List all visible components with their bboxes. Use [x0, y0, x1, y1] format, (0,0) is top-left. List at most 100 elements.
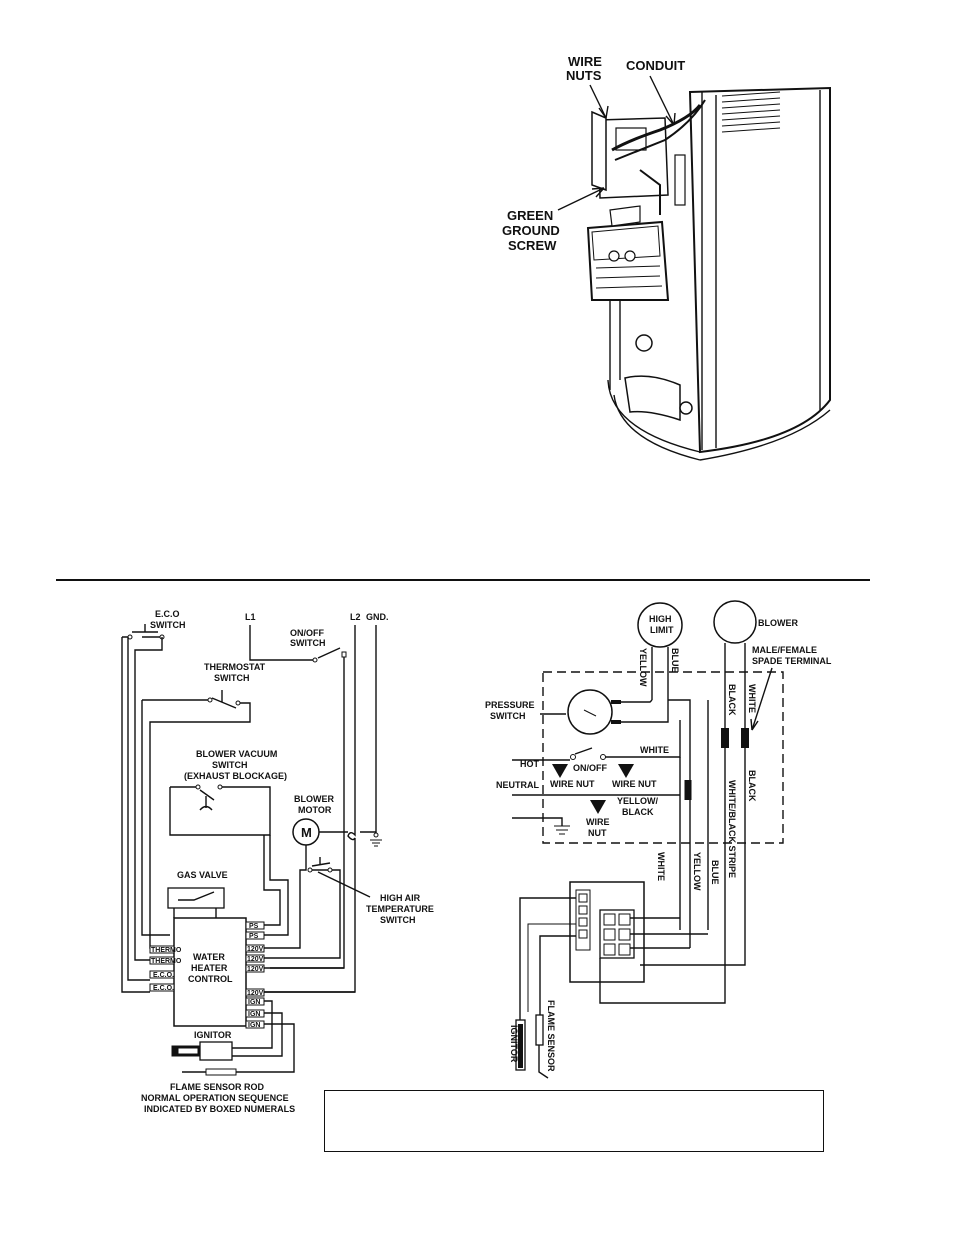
- knockout-icon: [635, 334, 653, 352]
- blue-top-label: BLUE: [670, 648, 680, 673]
- spade-terminal-left-icon: [721, 728, 729, 748]
- water-heater-illustration: WIRE NUTS CONDUIT GREEN GROUND SCREW: [502, 54, 831, 461]
- neutral-label: NEUTRAL: [496, 780, 539, 790]
- black-right-label: BLACK: [747, 770, 757, 802]
- blower-motor-label-line2: MOTOR: [298, 805, 332, 815]
- white-black-stripe-label: WHITE/BLACK STRIPE: [727, 780, 737, 878]
- yellow-vertical-label: YELLOW: [692, 852, 702, 891]
- high-limit-label-line2: LIMIT: [650, 625, 674, 635]
- wire-nut-2-icon: [618, 764, 634, 778]
- vacuum-switch-label-line1: BLOWER VACUUM: [196, 749, 277, 759]
- pressure-switch-label-line1: PRESSURE: [485, 700, 535, 710]
- high-limit-label-line1: HIGH: [649, 614, 672, 624]
- blue-vertical-label: BLUE: [710, 860, 720, 885]
- terminal-ign-1: IGN: [248, 999, 260, 1006]
- onoff-label: ON/OFF: [573, 763, 607, 773]
- yellow-black-label-line1: YELLOW/: [617, 796, 658, 806]
- terminal-ign-3: IGN: [248, 1022, 260, 1029]
- ignitor-block: [199, 1041, 233, 1061]
- terminal-thermo-1: THERMO: [151, 947, 182, 954]
- white-wire-label: WHITE: [640, 745, 669, 755]
- control-label-line2: HEATER: [191, 963, 228, 973]
- terminal-eco-2: E.C.O.: [153, 985, 174, 992]
- blower-icon: [713, 600, 757, 644]
- eco-switch-label-line1: E.C.O: [155, 609, 180, 619]
- wire-nut-2-label: WIRE NUT: [612, 779, 657, 789]
- terminal-ign-2: IGN: [248, 1011, 260, 1018]
- wire-nuts-label-line2: NUTS: [566, 68, 602, 83]
- spade-terminal-right-icon: [741, 728, 749, 748]
- pressure-switch-label-line2: SWITCH: [490, 711, 526, 721]
- flame-sensor-rod-icon: [205, 1068, 237, 1076]
- gas-valve-label: GAS VALVE: [177, 870, 228, 880]
- junction-box-outline: [542, 671, 784, 844]
- pictorial-diagram: HIGH LIMIT BLOWER YELLOW BLUE BLACK WHIT…: [485, 600, 832, 1079]
- thermostat-label-line2: SWITCH: [214, 673, 250, 683]
- gas-control-unit: [586, 205, 670, 301]
- hot-label: HOT: [520, 759, 540, 769]
- wire-nuts-label-line1: WIRE: [568, 54, 602, 69]
- terminal-120v-1: 120V: [247, 946, 264, 953]
- spade-label-line2: SPADE TERMINAL: [752, 656, 832, 666]
- white-vertical-label: WHITE: [656, 852, 666, 881]
- eco-switch-label-line2: SWITCH: [150, 620, 186, 630]
- control-label-line3: CONTROL: [188, 974, 233, 984]
- conduit-label: CONDUIT: [626, 58, 685, 73]
- pressure-switch-icon: [567, 689, 613, 735]
- wire-nut-1-icon: [552, 764, 568, 778]
- flame-caption-line1: FLAME SENSOR ROD: [170, 1082, 265, 1092]
- white-top-label: WHITE: [747, 684, 757, 713]
- wire-nut-3-label-line1: WIRE: [586, 817, 610, 827]
- blower-motor-label-line1: BLOWER: [294, 794, 334, 804]
- gnd-label: GND.: [366, 612, 389, 622]
- screw-icon: [679, 401, 693, 415]
- onoff-switch-label-line1: ON/OFF: [290, 628, 324, 638]
- vacuum-switch-label-line2: SWITCH: [212, 760, 248, 770]
- ignitor-label: IGNITOR: [194, 1030, 232, 1040]
- high-air-label-line3: SWITCH: [380, 915, 416, 925]
- flame-sensor-probe-icon: [535, 1014, 544, 1046]
- control-label-line1: WATER: [193, 952, 225, 962]
- right-terminals: PS PS 120V 120V 120V 120V IGN IGN IGN: [245, 921, 265, 1029]
- terminal-ps-2: PS: [249, 933, 259, 940]
- water-heater-control-box: [173, 917, 247, 1027]
- onoff-switch-label-line2: SWITCH: [290, 638, 326, 648]
- vacuum-switch-label-line3: (EXHAUST BLOCKAGE): [184, 771, 287, 781]
- ladder-schematic: E.C.O SWITCH L1 L2 GND. ON/OFF SWITCH TH…: [121, 609, 434, 1114]
- terminal-eco-1: E.C.O.: [153, 972, 174, 979]
- ground-screw-label-line2: GROUND: [502, 223, 560, 238]
- high-limit-icon: [637, 602, 683, 648]
- terminal-thermo-2: THERMO: [151, 958, 182, 965]
- ground-icon: [554, 825, 570, 835]
- thermostat-label-line1: THERMOSTAT: [204, 662, 266, 672]
- spade-label-line1: MALE/FEMALE: [752, 645, 817, 655]
- terminal-ps-1: PS: [249, 923, 259, 930]
- ground-screw-label-line1: GREEN: [507, 208, 553, 223]
- blower-label: BLOWER: [758, 618, 798, 628]
- ignitor-vertical-label: IGNITOR: [509, 1025, 519, 1063]
- terminal-120v-2: 120V: [247, 956, 264, 963]
- yellow-top-label: YELLOW: [638, 648, 648, 687]
- empty-note-box: [324, 1090, 824, 1152]
- l2-label: L2: [350, 612, 361, 622]
- flame-caption-line3: INDICATED BY BOXED NUMERALS: [144, 1104, 295, 1114]
- left-terminals: THERMO THERMO E.C.O. E.C.O.: [149, 945, 182, 992]
- gas-valve-box: [167, 887, 225, 909]
- flame-caption-line2: NORMAL OPERATION SEQUENCE: [141, 1093, 289, 1103]
- wire-nut-3-label-line2: NUT: [588, 828, 607, 838]
- wire-nut-1-label: WIRE NUT: [550, 779, 595, 789]
- black-top-label: BLACK: [727, 684, 737, 716]
- l1-label: L1: [245, 612, 256, 622]
- flame-sensor-vertical-label: FLAME SENSOR: [546, 1000, 556, 1072]
- high-air-label-line2: TEMPERATURE: [366, 904, 434, 914]
- wire-nut-3-icon: [590, 800, 606, 814]
- ground-screw-label-line3: SCREW: [508, 238, 557, 253]
- terminal-120v-3: 120V: [247, 966, 264, 973]
- high-air-label-line1: HIGH AIR: [380, 893, 421, 903]
- terminal-120v-4: 120V: [247, 990, 264, 997]
- vent-louvres: [721, 91, 781, 133]
- section-divider: [56, 579, 870, 581]
- motor-symbol: M: [301, 825, 312, 840]
- yellow-black-label-line2: BLACK: [622, 807, 654, 817]
